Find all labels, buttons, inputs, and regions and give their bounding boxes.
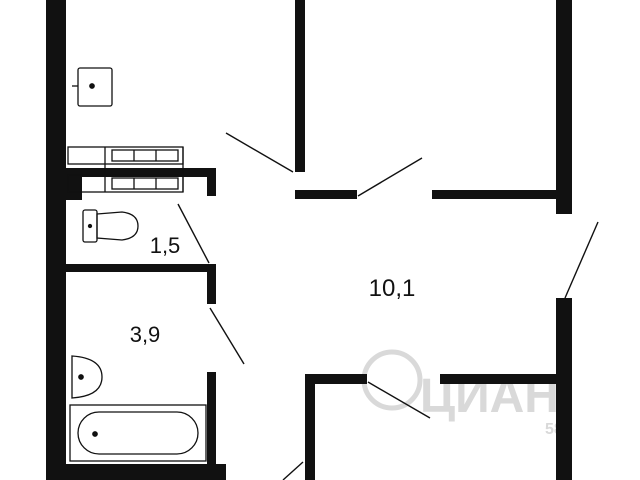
toilet-area-label: 1,5 bbox=[150, 233, 181, 258]
washbasin-icon bbox=[71, 355, 103, 399]
watermark: ЦИАН 58 bbox=[361, 349, 563, 438]
bathtub-icon bbox=[69, 404, 207, 462]
toilet-icon bbox=[82, 209, 139, 243]
door-lower-left bbox=[282, 461, 304, 480]
door-kitchen bbox=[357, 157, 423, 197]
bathroom-bottom-wall bbox=[66, 464, 226, 480]
doors bbox=[177, 132, 599, 480]
lower-room-top-wall-right bbox=[440, 374, 570, 384]
lower-room-top-wall-left bbox=[305, 374, 367, 384]
toilet-top-stub bbox=[207, 168, 216, 196]
sink-icon bbox=[72, 67, 113, 107]
toilet-bottom-wall bbox=[66, 264, 216, 272]
fixtures bbox=[67, 67, 207, 462]
hall-area-label: 10,1 bbox=[369, 275, 416, 302]
walls bbox=[46, 0, 572, 480]
shelving-icon bbox=[67, 146, 184, 193]
right-wall-upper bbox=[556, 0, 572, 214]
door-left-room bbox=[225, 132, 294, 173]
left-exterior-wall bbox=[46, 0, 66, 480]
toilet-top-wall bbox=[66, 168, 216, 177]
bathroom-area-label: 3,9 bbox=[130, 322, 161, 347]
kitchen-partition-wall bbox=[295, 0, 305, 172]
door-lower-room bbox=[367, 381, 431, 419]
door-toilet bbox=[177, 203, 210, 264]
watermark-logo-icon bbox=[361, 349, 423, 411]
right-wall-lower bbox=[556, 298, 572, 480]
lower-room-left-wall bbox=[305, 374, 315, 480]
kitchen-bottom-wall-left bbox=[295, 190, 357, 199]
door-right-exterior bbox=[564, 221, 599, 299]
bathroom-right-wall-lower bbox=[207, 372, 216, 468]
bathroom-right-wall-upper bbox=[207, 264, 216, 304]
door-bathroom bbox=[209, 307, 245, 365]
kitchen-bottom-wall-right bbox=[432, 190, 572, 199]
